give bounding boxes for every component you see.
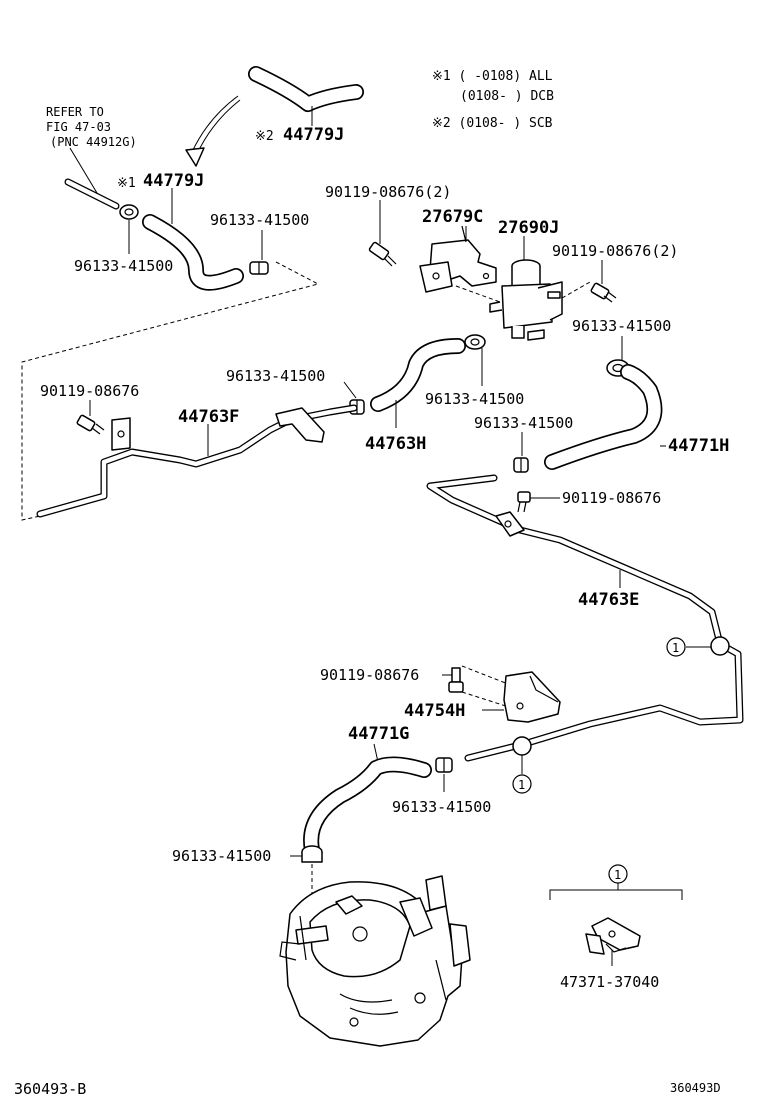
guide-dashed-left bbox=[21, 261, 320, 521]
bolt-upper-right-shape bbox=[590, 282, 617, 303]
label-27690J: 27690J bbox=[498, 218, 559, 238]
note-line-2: (0108- ) DCB bbox=[460, 89, 554, 104]
label-clamp-h: 96133-41500 bbox=[172, 847, 271, 865]
callout-1-upper-label: 1 bbox=[672, 641, 679, 655]
clamp-h-shape bbox=[301, 845, 323, 863]
label-clamp-g: 96133-41500 bbox=[392, 798, 491, 816]
label-27679C: 27679C bbox=[422, 207, 483, 227]
callout-1-upper bbox=[666, 637, 686, 657]
pipe-44763F-bracket-shape bbox=[111, 407, 325, 451]
label-44754H: 44754H bbox=[404, 701, 465, 721]
bolt-left-shape bbox=[76, 414, 105, 435]
label-bolt-lower: 90119-08676 bbox=[320, 666, 419, 684]
bracket-44754H-shape bbox=[503, 671, 561, 723]
hose-44763H-shape bbox=[370, 338, 466, 412]
arrow-shaft bbox=[191, 95, 239, 153]
bolt-lower-shape bbox=[448, 667, 464, 693]
label-bolt-left: 90119-08676 bbox=[40, 382, 139, 400]
clamp-b-shape bbox=[249, 261, 269, 275]
label-clamp-d: 96133-41500 bbox=[226, 367, 325, 385]
arrow-head-icon bbox=[185, 147, 205, 167]
label-44763H: 44763H bbox=[365, 434, 426, 454]
refer-line-3: (PNC 44912G) bbox=[50, 135, 137, 149]
bolt-right-shape bbox=[517, 491, 531, 513]
label-clamp-c: 96133-41500 bbox=[572, 317, 671, 335]
refer-line-1: REFER TO bbox=[46, 105, 104, 119]
clip-bracket-line bbox=[549, 889, 683, 900]
joint-clip-lower-shape bbox=[512, 736, 532, 756]
footer-right-code: 360493D bbox=[670, 1081, 721, 1095]
label-bolt-upper-right: 90119-08676(2) bbox=[552, 242, 678, 260]
label-clamp-e: 96133-41500 bbox=[474, 414, 573, 432]
label-clamp-b: 96133-41500 bbox=[210, 211, 309, 229]
pipe-44763E-shape bbox=[426, 474, 744, 762]
label-clamp-f: 96133-41500 bbox=[425, 390, 524, 408]
vsv-27690J-shape bbox=[489, 259, 563, 341]
label-44763E: 44763E bbox=[578, 590, 639, 610]
label-44771H: 44771H bbox=[668, 436, 729, 456]
footer-left-code: 360493-B bbox=[14, 1080, 86, 1098]
clamp-g-shape bbox=[435, 757, 453, 773]
hose-44779J-left-shape bbox=[142, 214, 244, 291]
note-line-1: ※1 ( -0108) ALL bbox=[432, 69, 553, 84]
label-47371-37040: 47371-37040 bbox=[560, 973, 659, 991]
refer-line-2: FIG 47-03 bbox=[46, 120, 111, 134]
hose-44779J-top-shape bbox=[248, 66, 364, 112]
hose-44771G-shape bbox=[303, 756, 432, 858]
clip-47371-shape bbox=[585, 917, 641, 955]
bracket-27679C-shape bbox=[419, 225, 497, 293]
bolt-upper-left-shape bbox=[368, 241, 397, 267]
label-bolt-right: 90119-08676 bbox=[562, 489, 661, 507]
label-44779J-left: 44779J bbox=[143, 171, 204, 191]
label-44771G: 44771G bbox=[348, 724, 409, 744]
refer-leader bbox=[69, 147, 101, 199]
refer-pipe-shape bbox=[64, 178, 120, 210]
clamp-a-shape bbox=[119, 204, 139, 220]
callout-1-lower-label: 1 bbox=[518, 778, 525, 792]
label-clamp-a: 96133-41500 bbox=[74, 257, 173, 275]
mark-2: ※2 bbox=[255, 129, 274, 144]
pump-assembly-shape bbox=[279, 875, 471, 1047]
pipe-44763E-clamp-shape bbox=[495, 511, 525, 537]
label-44779J-top: 44779J bbox=[283, 125, 344, 145]
label-bolt-upper-left: 90119-08676(2) bbox=[325, 183, 451, 201]
label-44763F: 44763F bbox=[178, 407, 239, 427]
note-line-3: ※2 (0108- ) SCB bbox=[432, 116, 553, 131]
clamp-e-shape bbox=[513, 457, 529, 473]
callout-1-lower bbox=[512, 774, 532, 794]
joint-clip-upper-shape bbox=[710, 636, 730, 656]
hose-44771H-shape bbox=[544, 364, 663, 470]
callout-1-clip-label: 1 bbox=[614, 868, 621, 882]
clamp-vsv-shape bbox=[464, 334, 486, 350]
mark-1: ※1 bbox=[117, 176, 136, 191]
